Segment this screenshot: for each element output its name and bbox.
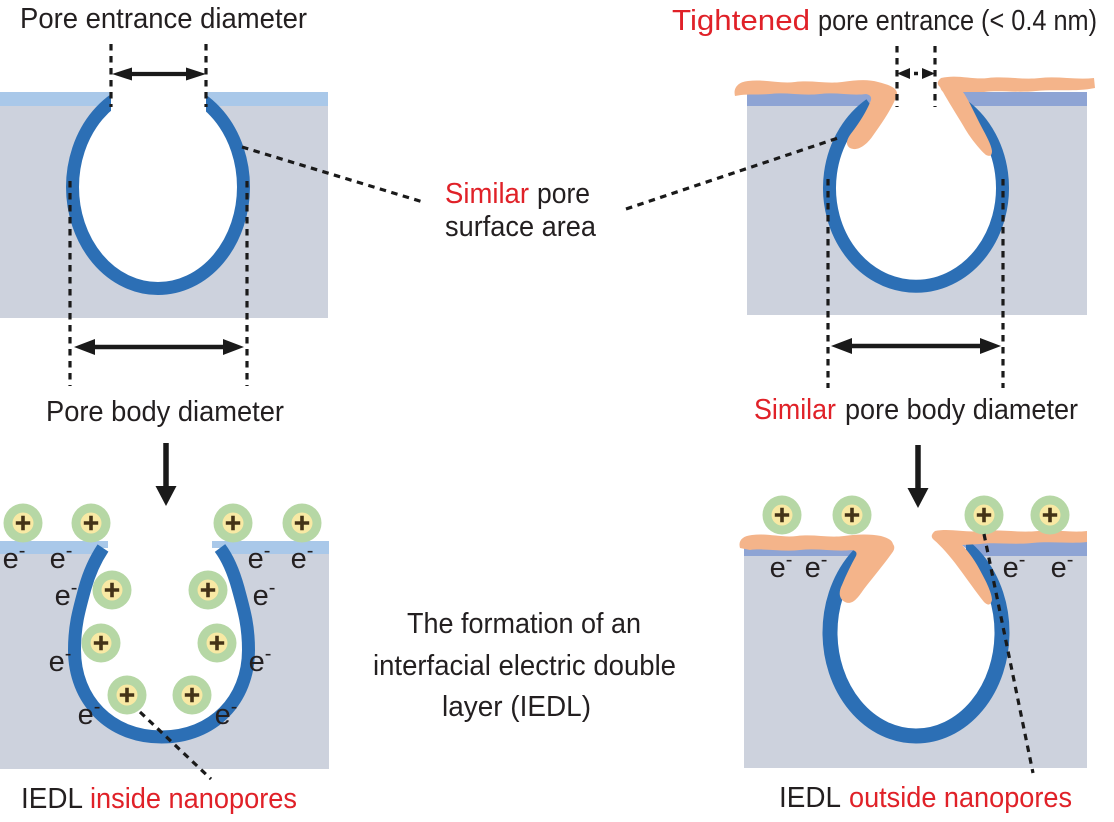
- svg-text:pore body diameter: pore body diameter: [845, 394, 1078, 426]
- svg-text:layer (IEDL): layer (IEDL): [442, 691, 591, 723]
- svg-text:Tightened: Tightened: [672, 5, 810, 37]
- svg-text:inside nanopores: inside nanopores: [90, 783, 297, 815]
- svg-text:IEDL: IEDL: [779, 782, 841, 814]
- svg-text:IEDL: IEDL: [21, 783, 83, 815]
- svg-text:outside nanopores: outside nanopores: [849, 782, 1072, 814]
- svg-text:interfacial electric double: interfacial electric double: [373, 650, 676, 682]
- svg-text:pore: pore: [537, 178, 590, 210]
- svg-text:Similar: Similar: [445, 178, 529, 210]
- svg-text:Similar: Similar: [754, 394, 836, 426]
- svg-text:pore entrance (< 0.4 nm): pore entrance (< 0.4 nm): [818, 5, 1097, 37]
- svg-text:Pore body diameter: Pore body diameter: [46, 396, 284, 428]
- svg-text:Pore entrance diameter: Pore entrance diameter: [20, 3, 307, 35]
- svg-text:The formation of an: The formation of an: [407, 608, 641, 640]
- svg-text:surface area: surface area: [445, 211, 597, 243]
